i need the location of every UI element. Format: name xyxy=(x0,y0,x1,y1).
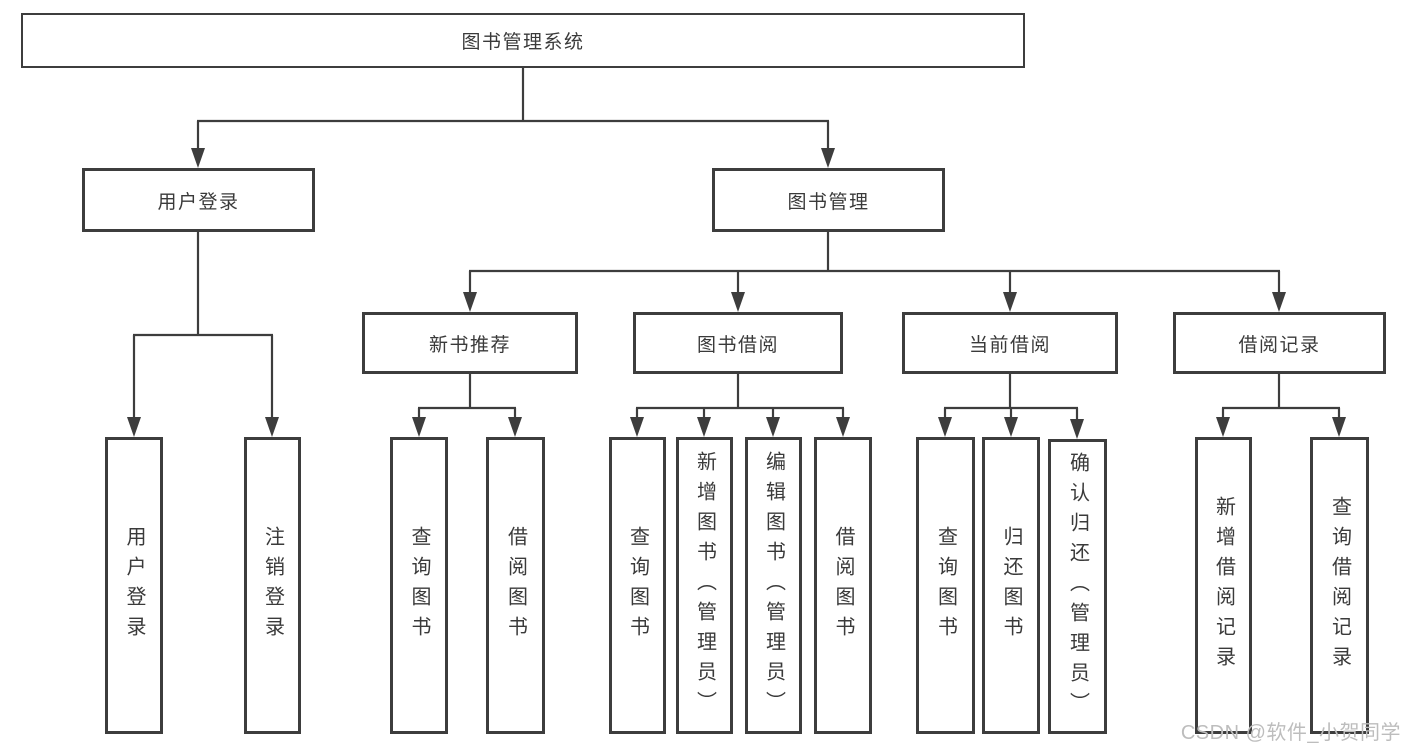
node-book-borrow: 图书借阅 xyxy=(633,312,843,374)
node-root-library-system: 图书管理系统 xyxy=(21,13,1025,68)
node-label: 新增借阅记录 xyxy=(1212,495,1235,676)
node-label: 查询图书 xyxy=(934,525,957,646)
node-label: 新书推荐 xyxy=(428,334,511,356)
leaf-user-login: 用户登录 xyxy=(105,437,163,734)
node-label: 图书借阅 xyxy=(696,334,779,356)
leaf-add-borrow-record: 新增借阅记录 xyxy=(1195,437,1252,734)
leaf-query-borrow-record: 查询借阅记录 xyxy=(1310,437,1369,734)
node-label: 用户登录 xyxy=(123,525,145,646)
node-new-book-recommend: 新书推荐 xyxy=(362,312,578,374)
node-book-management: 图书管理 xyxy=(712,168,945,232)
node-user-login: 用户登录 xyxy=(82,168,315,232)
node-label: 当前借阅 xyxy=(968,334,1051,356)
node-label: 新增图书（管理员） xyxy=(693,450,716,721)
node-label: 用户登录 xyxy=(157,191,240,213)
leaf-return-books: 归还图书 xyxy=(982,437,1040,734)
csdn-watermark: CSDN @软件_小贺同学 xyxy=(1180,722,1401,744)
leaf-logout: 注销登录 xyxy=(244,437,301,734)
node-label: 归还图书 xyxy=(1000,525,1022,646)
node-label: 查询图书 xyxy=(626,525,649,646)
node-label: 编辑图书（管理员） xyxy=(762,450,785,721)
leaf-edit-books-admin: 编辑图书（管理员） xyxy=(745,437,802,734)
node-label: 注销登录 xyxy=(261,525,284,646)
node-label: 借阅图书 xyxy=(832,525,854,646)
node-label: 查询借阅记录 xyxy=(1328,495,1351,676)
node-current-borrow: 当前借阅 xyxy=(902,312,1118,374)
leaf-confirm-return-admin: 确认归还（管理员） xyxy=(1048,439,1107,734)
connector-user-login xyxy=(127,230,279,437)
connector-book-borrow xyxy=(630,372,850,437)
leaf-query-books-recommend: 查询图书 xyxy=(390,437,448,734)
leaf-query-books-current: 查询图书 xyxy=(916,437,975,734)
connector-current-borrow xyxy=(938,372,1084,439)
node-label: 图书管理系统 xyxy=(461,32,585,53)
leaf-borrow-books-recommend: 借阅图书 xyxy=(486,437,545,734)
leaf-query-books-borrow: 查询图书 xyxy=(609,437,666,734)
leaf-borrow-books: 借阅图书 xyxy=(814,437,872,734)
node-label: 查询图书 xyxy=(408,525,430,646)
node-label: 图书管理 xyxy=(787,191,870,213)
connector-root xyxy=(191,66,835,168)
node-borrow-records: 借阅记录 xyxy=(1173,312,1386,374)
node-label: 确认归还（管理员） xyxy=(1066,451,1089,722)
connector-new-book-recommend xyxy=(412,372,522,437)
leaf-add-books-admin: 新增图书（管理员） xyxy=(676,437,733,734)
connector-borrow-records xyxy=(1216,372,1346,437)
node-label: 借阅记录 xyxy=(1238,334,1321,356)
node-label: 借阅图书 xyxy=(504,525,527,646)
connector-book-management xyxy=(463,230,1286,312)
